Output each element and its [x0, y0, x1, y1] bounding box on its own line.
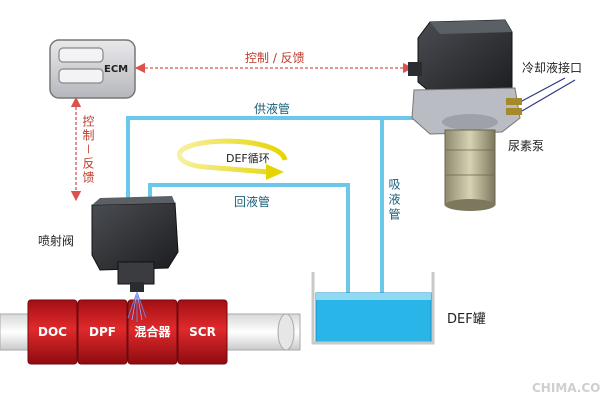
def-tank-label: DEF罐: [447, 312, 486, 327]
ecm-module: ECM: [49, 39, 136, 99]
exhaust-segment-4: SCR: [177, 299, 228, 365]
urea-pump-label: 尿素泵: [508, 139, 544, 153]
urea-pump: [408, 19, 522, 211]
injector-valve: [91, 196, 179, 292]
injector-label: 喷射阀: [38, 233, 74, 248]
def-tank: [311, 272, 435, 345]
coolant-port-pointer: [521, 77, 566, 102]
return-line-label: 回液管: [234, 194, 270, 209]
control-feedback-side-label: 控制－反馈: [81, 115, 95, 185]
exhaust-segment-label: SCR: [189, 325, 216, 339]
def-loop-arrow: [176, 138, 288, 180]
supply-line-pipe: [126, 116, 426, 205]
coolant-port-label: 冷却液接口: [522, 60, 582, 75]
coolant-port-pointer-2: [521, 79, 576, 112]
exhaust-segment-label: DOC: [38, 325, 67, 339]
control-feedback-top-label: 控制 / 反馈: [245, 51, 305, 65]
exhaust-segment-1: DOC: [27, 299, 78, 365]
suction-line-label: 吸液管: [387, 178, 401, 223]
exhaust-segment-label: 混合器: [134, 324, 171, 339]
exhaust-segment-2: DPF: [77, 299, 128, 365]
watermark-logo: CHIMA.COM: [532, 381, 600, 395]
exhaust-pipe: DOC DPF 混合器 SCR: [0, 299, 301, 365]
supply-line-label: 供液管: [254, 101, 290, 116]
exhaust-segment-label: DPF: [89, 325, 116, 339]
def-loop-label: DEF循环: [226, 152, 270, 165]
ecm-label: ECM: [104, 64, 128, 75]
def-spray: [127, 291, 147, 322]
exhaust-segment-3: 混合器: [127, 299, 178, 365]
